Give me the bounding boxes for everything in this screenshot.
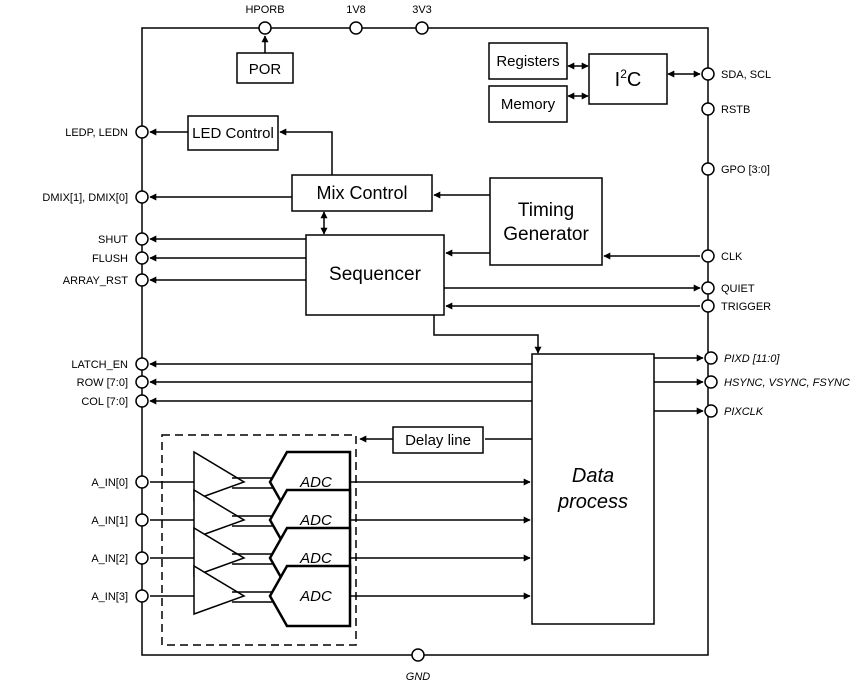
pin-trigger: TRIGGER xyxy=(701,299,771,313)
delay-line-block xyxy=(392,426,484,454)
pin-a-in2: A_IN[2] xyxy=(91,551,149,565)
pin-label-quiet: QUIET xyxy=(721,283,755,295)
pin-gnd: GND xyxy=(406,648,431,683)
arrow-seq-dataproc xyxy=(433,315,542,354)
amplifier-1 xyxy=(193,488,246,540)
por-label: POR xyxy=(249,61,282,78)
pin-3v3: 3V3 xyxy=(412,4,432,35)
pin-label-a-in0: A_IN[0] xyxy=(91,477,128,489)
pin-label-dmix: DMIX[1], DMIX[0] xyxy=(42,192,128,204)
pin-a-in3: A_IN[3] xyxy=(91,589,149,603)
pin-label-rstb: RSTB xyxy=(721,104,750,116)
pin-flush: FLUSH xyxy=(92,251,149,265)
timing-generator-block xyxy=(489,177,603,266)
adc-3-label: ADC xyxy=(299,588,332,605)
pin-label-pixclk: PIXCLK xyxy=(724,406,764,418)
pin-label-ledp-ledn: LEDP, LEDN xyxy=(65,127,128,139)
data-process-label-2: process xyxy=(557,491,628,513)
led-control-label: LED Control xyxy=(192,125,274,142)
pin-row: ROW [7:0] xyxy=(77,375,149,389)
pin-shut: SHUT xyxy=(98,232,149,246)
data-process-block xyxy=(531,353,655,625)
pin-rstb: RSTB xyxy=(701,102,750,116)
pin-quiet: QUIET xyxy=(701,281,755,295)
pin-a-in0: A_IN[0] xyxy=(91,475,149,489)
delay-line-label: Delay line xyxy=(405,432,471,449)
pin-1v8: 1V8 xyxy=(346,4,366,35)
pin-label-flush: FLUSH xyxy=(92,253,128,265)
pin-array-rst: ARRAY_RST xyxy=(63,273,149,287)
i2c-label: I2C xyxy=(615,67,642,91)
pin-label-clk: CLK xyxy=(721,251,743,263)
amplifier-3 xyxy=(193,564,246,616)
pin-gpo: GPO [3:0] xyxy=(701,162,770,176)
pin-label-1v8: 1V8 xyxy=(346,4,366,16)
pin-label-a-in1: A_IN[1] xyxy=(91,515,128,527)
pin-dmix: DMIX[1], DMIX[0] xyxy=(42,190,149,204)
memory-block xyxy=(488,85,568,123)
pin-label-sda-scl: SDA, SCL xyxy=(721,69,771,81)
pin-label-hporb: HPORB xyxy=(245,4,284,16)
amplifier-0 xyxy=(193,450,246,502)
registers-block xyxy=(488,42,568,80)
pin-label-latch-en: LATCH_EN xyxy=(71,359,128,371)
pin-pixd: PIXD [11:0] xyxy=(704,351,780,365)
pin-label-row: ROW [7:0] xyxy=(77,377,128,389)
adc-2-label: ADC xyxy=(299,550,332,567)
pin-label-3v3: 3V3 xyxy=(412,4,432,16)
memory-label: Memory xyxy=(501,96,556,113)
pin-sda-scl: SDA, SCL xyxy=(701,67,771,81)
arrow-mix-led xyxy=(279,128,333,175)
pin-label-sync: HSYNC, VSYNC, FSYNC xyxy=(724,377,850,389)
amplifier-2 xyxy=(193,526,246,578)
pin-clk: CLK xyxy=(701,249,743,263)
pin-pixclk: PIXCLK xyxy=(704,404,764,418)
led-control-block xyxy=(187,115,279,151)
adc-0-label: ADC xyxy=(299,474,332,491)
channel-3: ADC xyxy=(150,564,531,628)
pin-latch-en: LATCH_EN xyxy=(71,357,149,371)
pin-label-col: COL [7:0] xyxy=(81,396,128,408)
pin-sync: HSYNC, VSYNC, FSYNC xyxy=(704,375,850,389)
registers-label: Registers xyxy=(496,53,559,70)
pin-ledp-ledn: LEDP, LEDN xyxy=(65,125,149,139)
analog-frontend-box xyxy=(161,434,357,646)
timing-label-1: Timing xyxy=(518,200,574,221)
pin-col: COL [7:0] xyxy=(81,394,149,408)
pin-label-shut: SHUT xyxy=(98,234,128,246)
pin-label-gnd: GND xyxy=(406,671,431,683)
pin-a-in1: A_IN[1] xyxy=(91,513,149,527)
timing-label-2: Generator xyxy=(503,224,589,245)
pin-label-array-rst: ARRAY_RST xyxy=(63,275,128,287)
sequencer-block xyxy=(305,234,445,316)
data-process-label-1: Data xyxy=(572,465,614,487)
pin-label-a-in3: A_IN[3] xyxy=(91,591,128,603)
pin-hporb: HPORB xyxy=(245,4,285,35)
adc-1-label: ADC xyxy=(299,512,332,529)
pin-label-a-in2: A_IN[2] xyxy=(91,553,128,565)
pin-label-gpo: GPO [3:0] xyxy=(721,164,770,176)
sequencer-label: Sequencer xyxy=(329,264,422,285)
mix-control-label: Mix Control xyxy=(316,183,407,203)
i2c-block xyxy=(588,53,668,105)
mix-control-block xyxy=(291,174,433,212)
pin-label-pixd: PIXD [11:0] xyxy=(724,353,780,365)
pin-label-trigger: TRIGGER xyxy=(721,301,771,313)
